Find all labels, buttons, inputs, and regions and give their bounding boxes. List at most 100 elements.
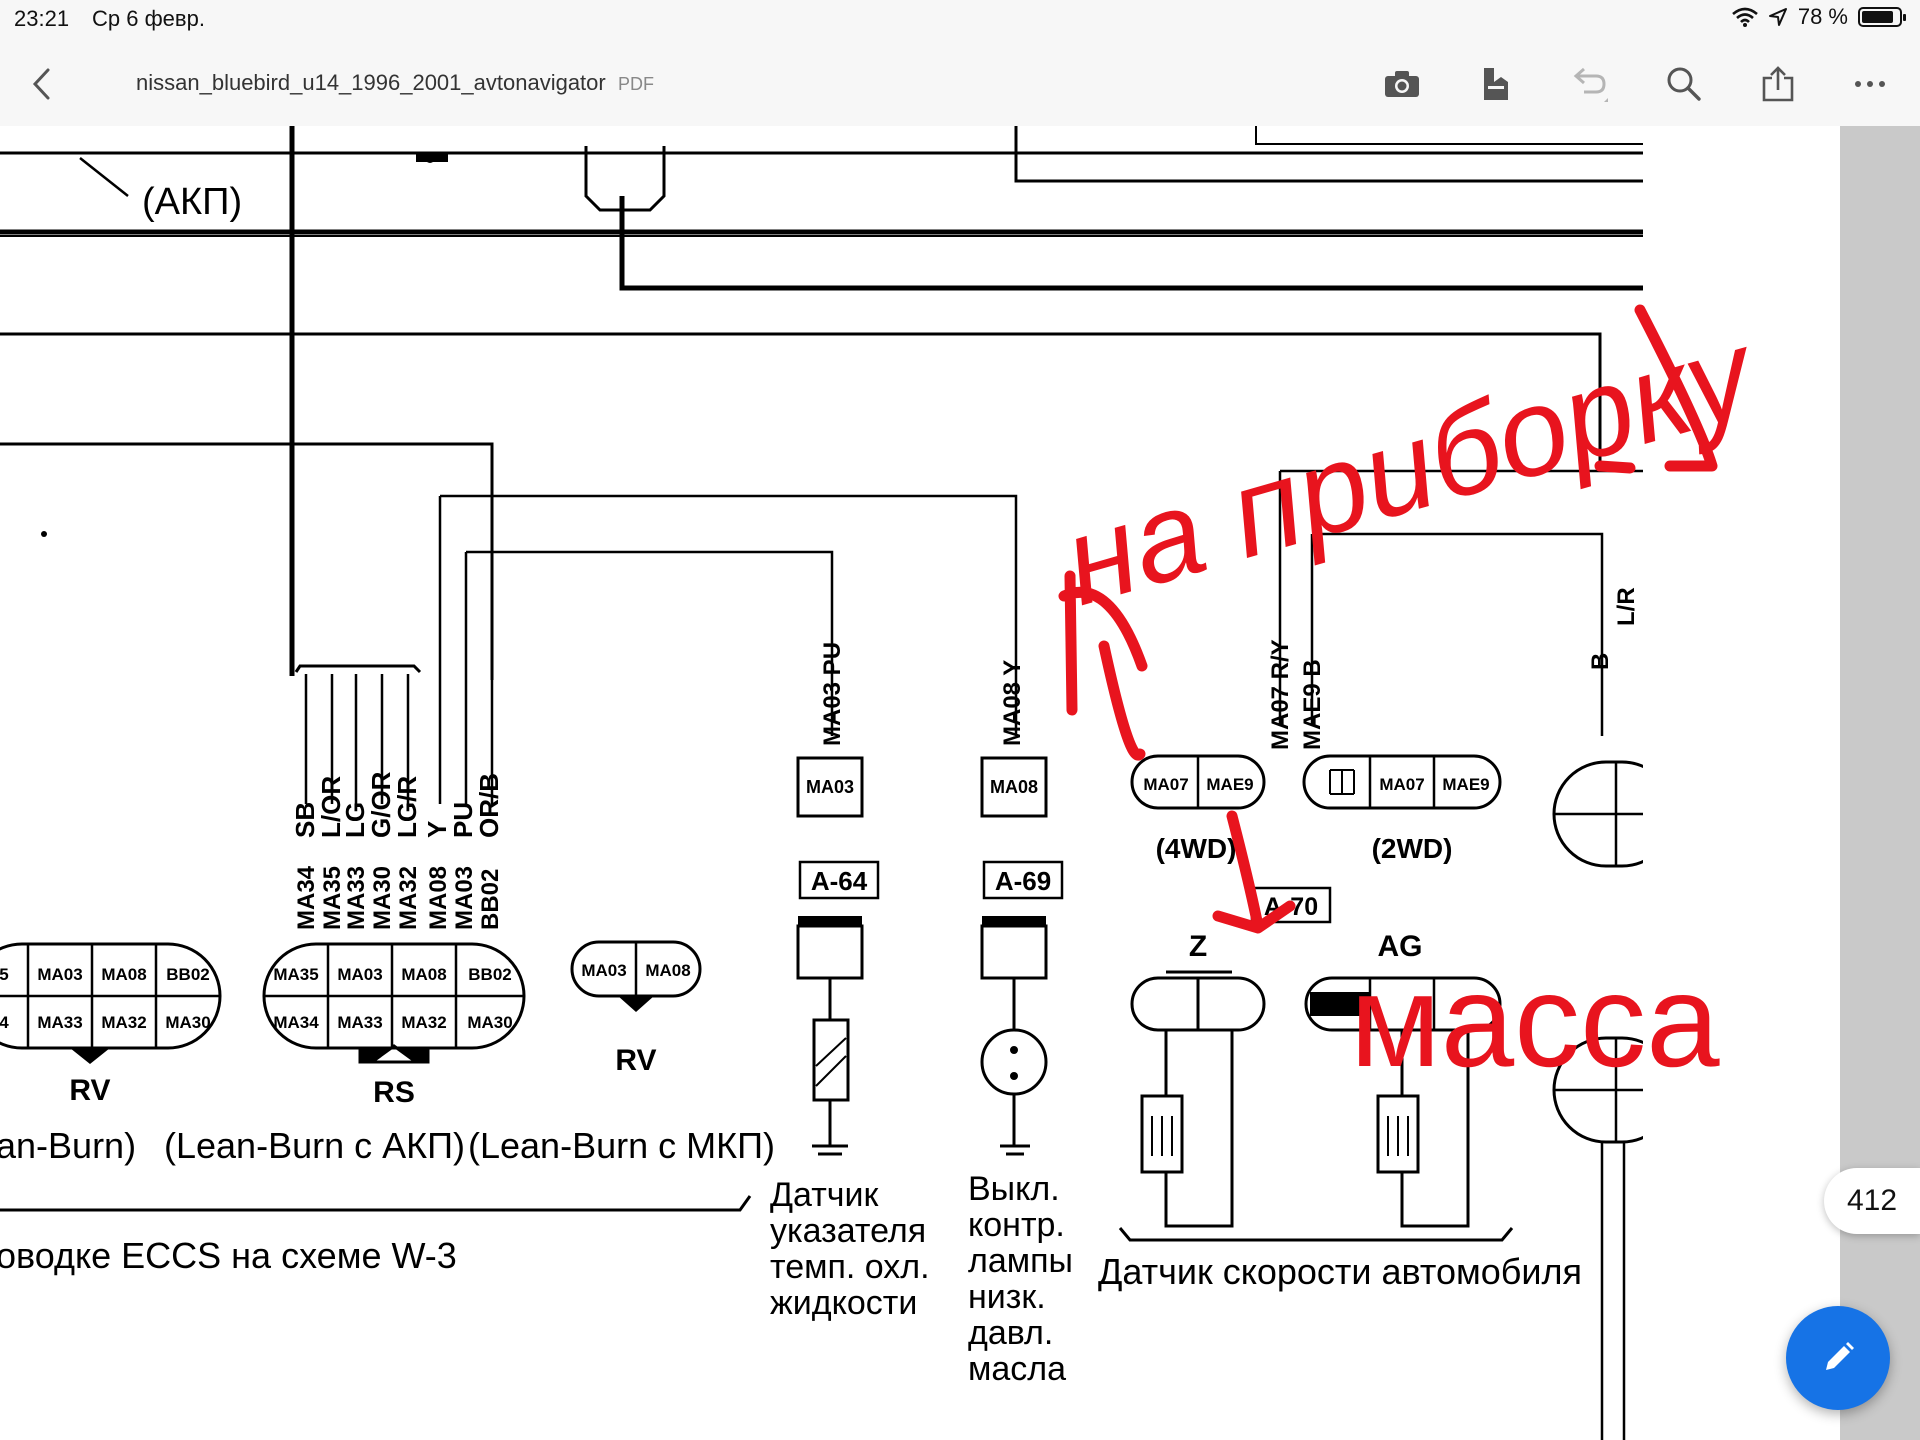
edit-button[interactable] <box>1786 1306 1890 1410</box>
label-a69 <box>982 860 1064 900</box>
bookmark-icon <box>1484 68 1508 100</box>
connector-label: MA33 <box>343 866 370 930</box>
share-button[interactable] <box>1754 60 1802 108</box>
c2wd-cell: MAE9 <box>1442 775 1489 794</box>
c2wd-name: (2WD) <box>1372 833 1453 864</box>
connector-ma03-label: MA03 <box>806 777 854 797</box>
c4wd-name: (4WD) <box>1156 833 1237 864</box>
connector-ma08-label: MA08 <box>990 777 1038 797</box>
connector-label: MA35 <box>319 866 346 930</box>
back-button[interactable] <box>18 60 66 108</box>
rv-right-name: RV <box>615 1044 656 1077</box>
connector-ma08 <box>980 756 1048 818</box>
wifi-icon <box>1732 7 1758 27</box>
label-a64 <box>798 860 880 900</box>
camera-icon <box>1385 71 1419 97</box>
label-a69-text: A-69 <box>995 866 1051 896</box>
location-arrow-icon <box>1768 8 1787 26</box>
rv-left-cell: BB02 <box>166 965 209 984</box>
rv-right-cell: MA08 <box>645 961 690 980</box>
wire-label: OR/B <box>474 773 504 838</box>
wire-label: Y <box>422 821 452 838</box>
caption-lean-burn-akp: (Lean-Burn с АКП) <box>164 1125 465 1166</box>
annotation-arrow-right <box>1594 304 1718 474</box>
rv-left-cell: MA33 <box>37 1013 82 1032</box>
wire-label: SB <box>290 802 320 838</box>
wiring-diagram: (АКП) SB L/OR LG G/OR LG/R Y PU OR/B MA3… <box>0 126 1840 1440</box>
c2wd-cell: MA07 <box>1379 775 1424 794</box>
handwritten-bottom: масса <box>1350 947 1720 1094</box>
caption-lean-burn-mkp: (Lean-Burn с МКП) <box>468 1125 775 1166</box>
connector-rv-right <box>570 940 702 1012</box>
wire-label: G/OR <box>366 771 396 838</box>
camera-button[interactable] <box>1378 60 1426 108</box>
wire <box>0 442 494 680</box>
wire-label: L/OR <box>316 776 346 838</box>
toolbar: nissan_bluebird_u14_1996_2001_avtonaviga… <box>0 42 1920 127</box>
wire <box>0 126 240 184</box>
rv-left-name: RV <box>69 1074 110 1107</box>
annotation-arrow-down <box>1212 810 1296 934</box>
search-button[interactable] <box>1660 60 1708 108</box>
wire <box>438 494 1018 680</box>
caption-temp-sensor-line: Датчик <box>770 1176 879 1214</box>
rv-left-cell: MA08 <box>101 965 146 984</box>
wire-label: LG <box>340 802 370 838</box>
connector-label: BB02 <box>477 869 504 930</box>
wire <box>1014 126 1643 183</box>
rs-cell: MA03 <box>337 965 382 984</box>
wire <box>1310 532 1604 596</box>
rs-name: RS <box>373 1076 415 1109</box>
wire-label-right-lr: L/R <box>1613 587 1640 626</box>
wire <box>0 332 1602 466</box>
rs-cell: MA32 <box>401 1013 446 1032</box>
wire <box>79 157 129 197</box>
status-time: 23:21 <box>14 6 70 31</box>
pencil-icon <box>1826 1342 1854 1370</box>
c4wd-cell: MAE9 <box>1206 775 1253 794</box>
connector-label: MA08 <box>425 866 452 930</box>
bookmark-button[interactable] <box>1472 60 1520 108</box>
caption-oil-switch-line: масла <box>968 1350 1066 1388</box>
speed-sensor-ag <box>1304 976 1502 1228</box>
c4wd-cell: MA07 <box>1143 775 1188 794</box>
label-a64-text: A-64 <box>811 866 868 896</box>
wire-label-ma08: MA08 Y <box>999 660 1026 746</box>
rs-cell: MA30 <box>467 1013 512 1032</box>
rv-left-cell: 4 <box>0 1013 9 1032</box>
scroll-gutter[interactable] <box>1840 126 1920 1440</box>
status-indicators: 78 % <box>1732 4 1906 30</box>
caption-oil-switch-line: лампы <box>968 1242 1073 1280</box>
rv-left-cell: MA03 <box>37 965 82 984</box>
caption-oil-switch-line: контр. <box>968 1206 1065 1244</box>
caption-temp-sensor-line: указателя <box>770 1212 926 1250</box>
caption-oil-switch-line: низк. <box>968 1278 1046 1316</box>
connector-rs <box>262 942 526 1064</box>
page-number-badge[interactable]: 412 <box>1824 1168 1920 1234</box>
rs-cell: MA35 <box>273 965 318 984</box>
caption-lean-burn: an-Burn) <box>0 1125 136 1166</box>
rs-cell: MA08 <box>401 965 446 984</box>
undo-button[interactable] <box>1566 60 1614 108</box>
rv-left-cell: 5 <box>0 965 9 984</box>
pdf-page[interactable]: (АКП) SB L/OR LG G/OR LG/R Y PU OR/B MA3… <box>0 126 1840 1440</box>
caption-oil-switch-line: Выкл. <box>968 1170 1060 1208</box>
more-icon <box>1855 81 1885 87</box>
search-icon <box>1667 67 1701 101</box>
connector-2wd <box>1302 754 1502 810</box>
handwritten-annotations <box>1058 304 1718 934</box>
more-button[interactable] <box>1846 60 1894 108</box>
undo-icon <box>1573 67 1608 102</box>
caption-oil-switch-line: давл. <box>968 1314 1053 1352</box>
wire <box>1255 126 1643 145</box>
connector-label: MA03 <box>451 866 478 930</box>
document-type-label: PDF <box>618 74 654 94</box>
wire <box>619 196 1643 291</box>
connector-label: MA30 <box>369 866 396 930</box>
rv-left-cell: MA30 <box>165 1013 210 1032</box>
ag-label: AG <box>1378 930 1423 963</box>
connector-label: MA32 <box>395 866 422 930</box>
rv-right-cell: MA03 <box>581 961 626 980</box>
rs-cell: MA34 <box>273 1013 319 1032</box>
connector-rv-left <box>0 942 222 1064</box>
